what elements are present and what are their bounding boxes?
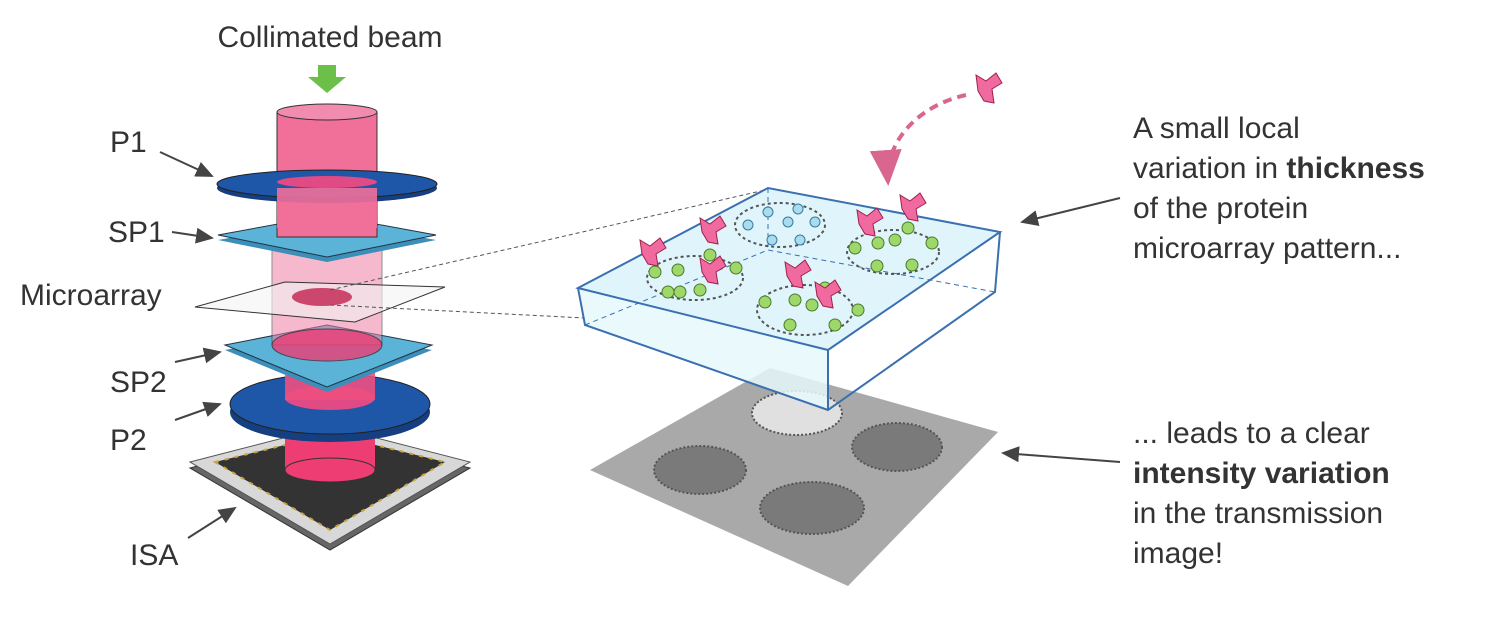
label-sp2: SP2 bbox=[110, 366, 167, 399]
incoming-antibody-icon bbox=[975, 72, 1003, 104]
beam-arrow-icon bbox=[308, 65, 346, 93]
annotation-thickness: A small local variation in thickness of … bbox=[1133, 112, 1433, 265]
label-sp1: SP1 bbox=[108, 216, 165, 249]
label-p2: P2 bbox=[110, 424, 147, 457]
title-collimated-beam: Collimated beam bbox=[217, 21, 442, 54]
microarray-closeup-box bbox=[575, 186, 1003, 412]
label-microarray: Microarray bbox=[20, 279, 162, 312]
binding-arrow bbox=[869, 93, 967, 186]
antibody-icons bbox=[639, 192, 927, 309]
microarray-slide bbox=[194, 281, 446, 323]
label-p1: P1 bbox=[110, 126, 147, 159]
transmission-image bbox=[590, 368, 998, 586]
label-isa: ISA bbox=[130, 539, 178, 572]
annotation-intensity: ... leads to a clear intensity variation… bbox=[1133, 417, 1398, 570]
